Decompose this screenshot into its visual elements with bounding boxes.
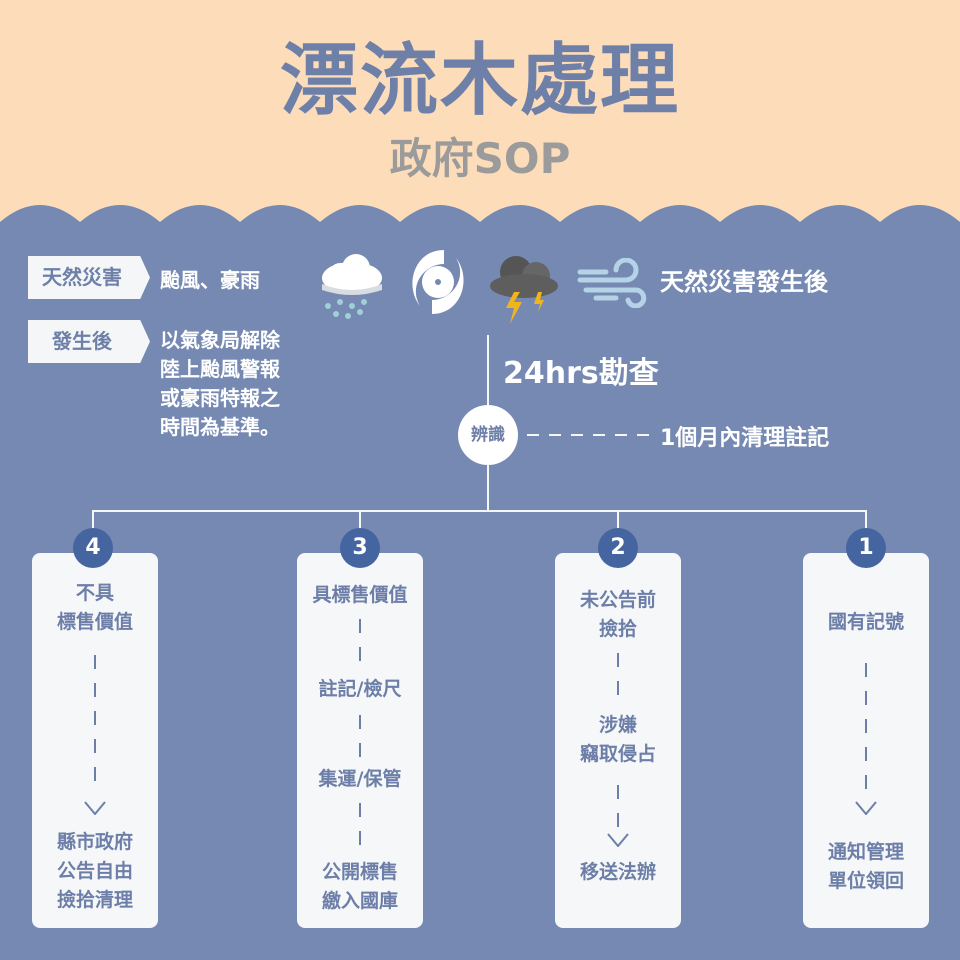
header-wave-background: [0, 0, 960, 222]
arrow-down-icon: [855, 801, 877, 815]
step-card-4: 不具 標售價值 縣市政府 公告自由 撿拾清理: [32, 553, 158, 928]
step-number-4: 4: [73, 528, 113, 568]
typhoon-icon: [412, 250, 464, 314]
dashed-line: [359, 803, 361, 849]
after-tag: 發生後: [28, 320, 150, 363]
dashed-line: [94, 655, 96, 795]
step-text: 縣市政府 公告自由 撿拾清理: [56, 831, 133, 911]
branch-drop: [359, 510, 361, 532]
step-number-3: 3: [340, 528, 380, 568]
thunderstorm-icon: [490, 256, 558, 324]
disaster-types: 颱風、豪雨: [160, 268, 260, 292]
dashed-line: [359, 715, 361, 761]
inspection-label: 24hrs勘查: [503, 356, 659, 391]
step-number-1: 1: [846, 528, 886, 568]
step-text: 涉嫌 竊取侵占: [579, 714, 656, 765]
page-subtitle: 政府SOP: [389, 134, 571, 183]
wind-icon: [577, 258, 647, 308]
page-title: 漂流木處理: [279, 36, 680, 126]
cleanup-label: 1個月內清理註記: [660, 426, 830, 451]
step-number-2: 2: [598, 528, 638, 568]
step-card-3: 具標售價值 註記/檢尺 集運/保管 公開標售 繳入國庫: [297, 553, 423, 928]
step-text: 集運/保管: [318, 768, 402, 790]
dashed-connector: [527, 434, 652, 436]
baseline-description: 以氣象局解除 陸上颱風警報 或豪雨特報之 時間為基準。: [160, 328, 280, 439]
arrow-down-icon: [607, 833, 629, 847]
step-text: 不具 標售價值: [56, 582, 133, 633]
step-text: 公開標售 繳入國庫: [321, 861, 398, 912]
branch-drop: [617, 510, 619, 532]
rain-cloud-icon: [322, 254, 382, 319]
step-text: 國有記號: [827, 611, 904, 633]
disaster-tag: 天然災害: [28, 256, 150, 299]
branch-drop: [865, 510, 867, 532]
step-text: 註記/檢尺: [318, 678, 402, 700]
dashed-line: [617, 785, 619, 831]
dashed-line: [865, 663, 867, 798]
after-disaster-label: 天然災害發生後: [660, 268, 828, 296]
step-text: 具標售價值: [312, 584, 408, 606]
arrow-down-icon: [84, 801, 106, 815]
step-text: 移送法辦: [579, 861, 656, 883]
step-card-2: 未公告前 撿拾 涉嫌 竊取侵占 移送法辦: [555, 553, 681, 928]
branch-line: [93, 510, 867, 512]
dashed-line: [359, 619, 361, 665]
step-text: 通知管理 單位領回: [827, 841, 904, 892]
identify-node: 辨識: [458, 405, 518, 465]
step-text: 未公告前 撿拾: [579, 589, 656, 640]
dashed-line: [617, 653, 619, 699]
step-card-1: 國有記號 通知管理 單位領回: [803, 553, 929, 928]
branch-drop: [92, 510, 94, 532]
